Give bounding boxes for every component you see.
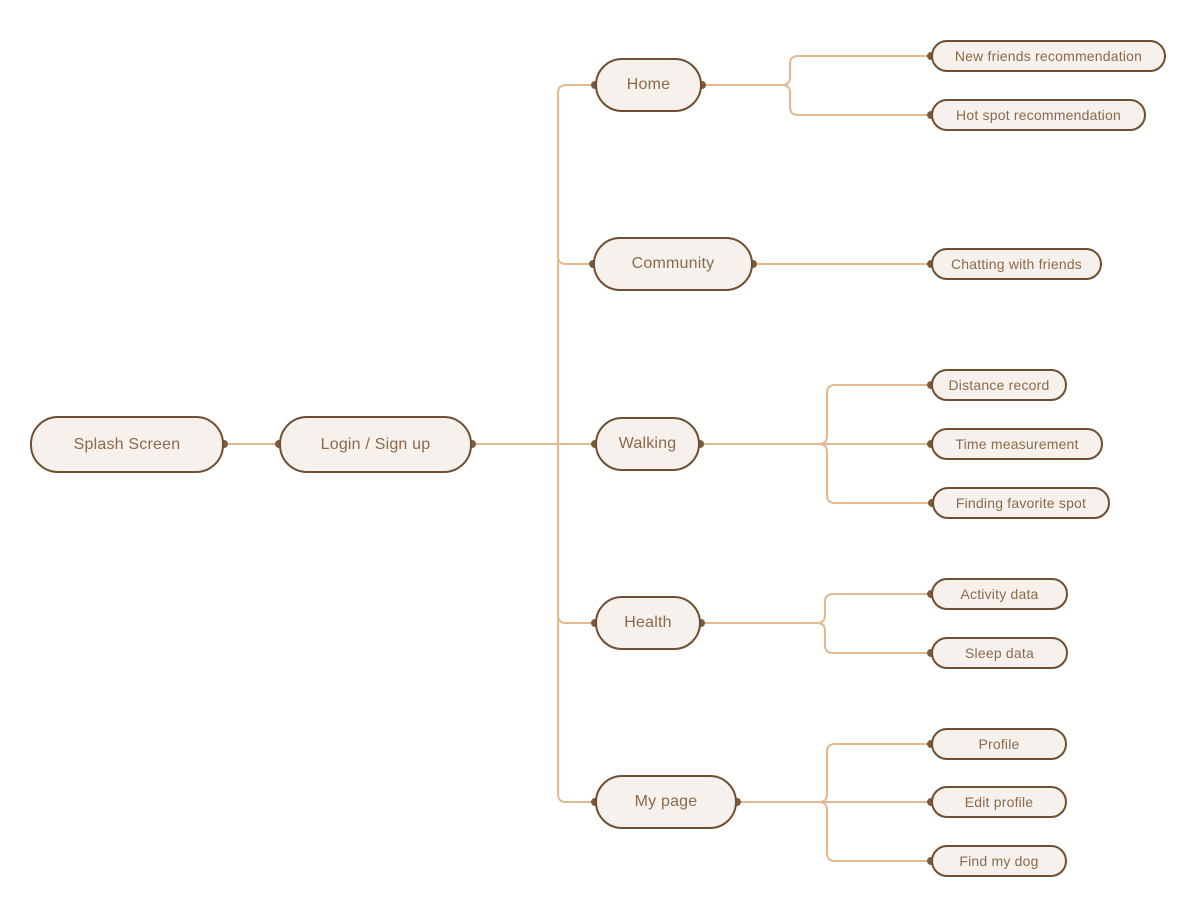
connector-spine-community bbox=[557, 255, 594, 265]
node-home: Home bbox=[595, 58, 702, 112]
connector-health-child1 bbox=[700, 593, 932, 624]
node-community: Community bbox=[593, 237, 753, 291]
node-find-my-dog: Find my dog bbox=[931, 845, 1067, 877]
node-chatting-with-friends: Chatting with friends bbox=[931, 248, 1102, 280]
connector-spine bbox=[557, 84, 596, 803]
node-walking: Walking bbox=[595, 417, 700, 471]
connector-walking-child1 bbox=[818, 384, 932, 445]
connector-home-child2 bbox=[781, 84, 932, 116]
node-finding-favorite-spot: Finding favorite spot bbox=[932, 487, 1110, 519]
node-hot-spot-recommendation: Hot spot recommendation bbox=[931, 99, 1146, 131]
node-splash-screen: Splash Screen bbox=[30, 416, 224, 473]
connector-walking-child3 bbox=[818, 443, 933, 504]
node-time-measurement: Time measurement bbox=[931, 428, 1103, 460]
connector-mypage-child3 bbox=[818, 801, 932, 862]
node-login-signup: Login / Sign up bbox=[279, 416, 472, 473]
node-edit-profile: Edit profile bbox=[931, 786, 1067, 818]
connector-health-child2 bbox=[816, 622, 932, 654]
connector-spine-health bbox=[557, 614, 596, 624]
node-sleep-data: Sleep data bbox=[931, 637, 1068, 669]
node-my-page: My page bbox=[595, 775, 737, 829]
node-activity-data: Activity data bbox=[931, 578, 1068, 610]
node-distance-record: Distance record bbox=[931, 369, 1067, 401]
node-new-friends-recommendation: New friends recommendation bbox=[931, 40, 1166, 72]
node-profile: Profile bbox=[931, 728, 1067, 760]
connector-mypage-child1 bbox=[818, 743, 932, 803]
node-health: Health bbox=[595, 596, 701, 650]
connector-home-child1 bbox=[701, 55, 932, 86]
